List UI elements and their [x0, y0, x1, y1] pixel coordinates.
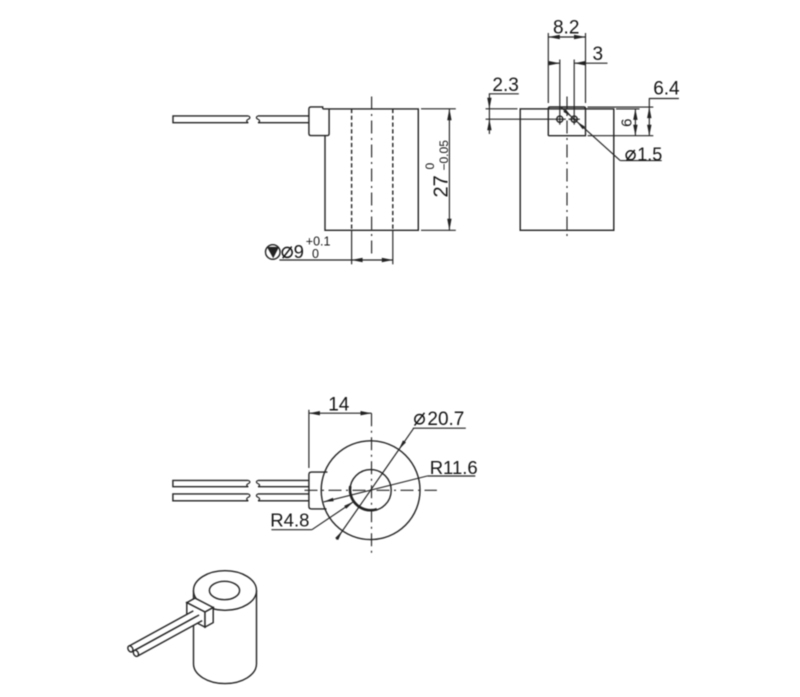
- svg-text:0: 0: [312, 247, 319, 261]
- svg-text:6.4: 6.4: [653, 79, 680, 100]
- svg-text:1.5: 1.5: [637, 144, 662, 164]
- svg-text:27: 27: [431, 175, 453, 197]
- svg-text:2.3: 2.3: [492, 75, 518, 96]
- svg-text:6: 6: [619, 119, 636, 127]
- svg-text:−0.05: −0.05: [437, 140, 451, 171]
- svg-text:14: 14: [328, 394, 350, 415]
- svg-text:9: 9: [294, 241, 304, 262]
- svg-text:20.7: 20.7: [427, 409, 464, 430]
- svg-text:0: 0: [423, 163, 437, 170]
- svg-text:3: 3: [593, 44, 604, 65]
- svg-text:R11.6: R11.6: [430, 457, 478, 478]
- svg-text:R4.8: R4.8: [270, 509, 309, 530]
- svg-text:8.2: 8.2: [553, 18, 579, 39]
- svg-text:+0.1: +0.1: [306, 234, 331, 248]
